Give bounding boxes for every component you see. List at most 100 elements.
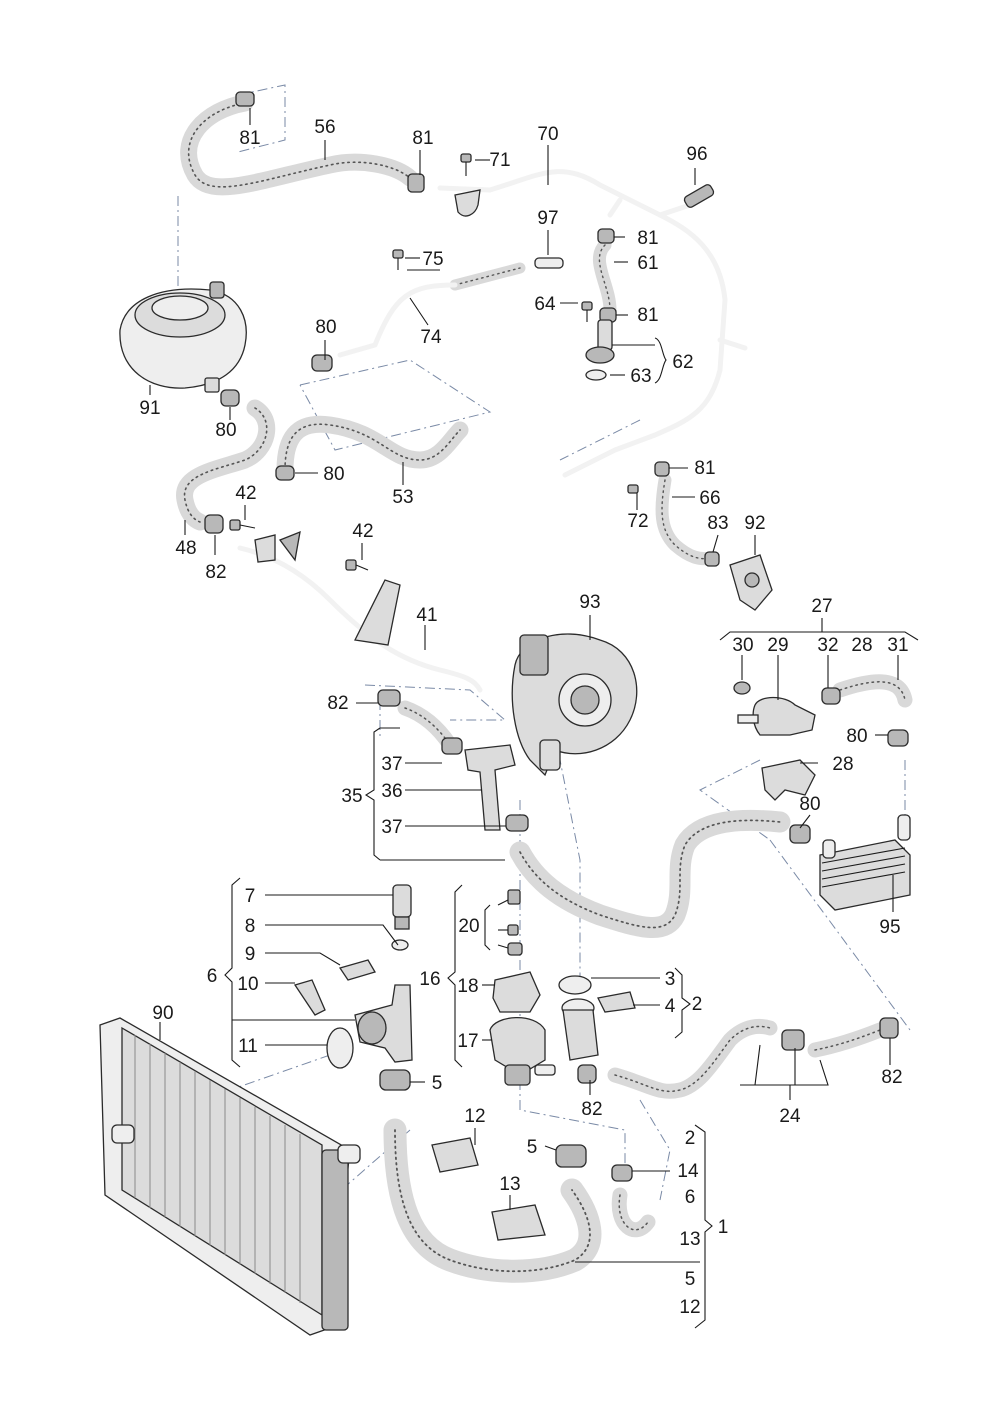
clip-13 <box>491 1204 546 1241</box>
tpiece-36 <box>441 737 529 832</box>
label-91: 91 <box>139 398 160 419</box>
clamp-81-b <box>407 173 425 193</box>
hose-31 <box>832 674 913 708</box>
label-41: 41 <box>416 605 437 626</box>
clamp-82-c <box>577 1064 597 1084</box>
bolts <box>229 153 639 571</box>
sensor-92 <box>729 554 773 611</box>
hose-24 <box>607 1019 888 1099</box>
hose-56 <box>180 94 419 196</box>
label-10: 10 <box>237 974 258 995</box>
label-74: 74 <box>420 327 442 348</box>
label-32: 32 <box>817 635 838 656</box>
label-63: 63 <box>630 366 651 387</box>
label-8: 8 <box>245 916 256 937</box>
label-80: 80 <box>799 794 820 815</box>
label-4: 4 <box>665 996 676 1017</box>
clamp-80-a <box>311 354 333 372</box>
label-48: 48 <box>175 538 196 559</box>
label-20: 20 <box>458 916 479 937</box>
label-28: 28 <box>851 635 872 656</box>
label-62: 62 <box>672 352 693 373</box>
label-6: 6 <box>685 1187 696 1208</box>
hose-53 <box>276 415 469 479</box>
oring-3 <box>558 975 592 995</box>
callout-labels: 81 56 81 71 70 96 97 81 61 75 64 81 80 7… <box>139 117 908 1318</box>
label-97: 97 <box>537 208 558 229</box>
clip-9 <box>338 959 376 981</box>
seal-8 <box>391 939 409 951</box>
label-37: 37 <box>381 754 402 775</box>
hose-long-middle <box>509 809 791 938</box>
label-28: 28 <box>832 754 853 775</box>
label-9: 9 <box>245 944 256 965</box>
clip-10 <box>293 979 326 1016</box>
label-35: 35 <box>341 786 362 807</box>
label-5: 5 <box>685 1269 696 1290</box>
fitting-62 <box>585 319 615 381</box>
label-81: 81 <box>412 128 433 149</box>
label-93: 93 <box>579 592 600 613</box>
clamp-80-c <box>275 465 295 481</box>
label-27: 27 <box>811 596 832 617</box>
label-5: 5 <box>527 1137 538 1158</box>
label-12: 12 <box>464 1106 485 1127</box>
thermostat-housing-93 <box>511 633 638 777</box>
label-72: 72 <box>627 511 648 532</box>
pump-29 <box>733 681 841 736</box>
clamp-14 <box>611 1164 633 1182</box>
clamp-5-b <box>555 1144 587 1168</box>
hose-61 <box>593 238 617 317</box>
label-56: 56 <box>314 117 335 138</box>
clamp-5-a <box>379 1069 411 1091</box>
clamp-81-a <box>235 91 255 107</box>
label-81: 81 <box>694 458 715 479</box>
label-37: 37 <box>381 817 402 838</box>
connector-97 <box>534 257 564 269</box>
clamp-80-e <box>789 824 811 844</box>
label-82: 82 <box>881 1067 902 1088</box>
label-64: 64 <box>534 294 556 315</box>
label-81: 81 <box>637 305 658 326</box>
label-13: 13 <box>679 1229 700 1250</box>
clamp-24 <box>781 1029 805 1051</box>
label-80: 80 <box>323 464 344 485</box>
label-1: 1 <box>718 1217 729 1238</box>
clamp-82-d <box>879 1017 899 1039</box>
label-95: 95 <box>879 917 900 938</box>
label-90: 90 <box>152 1003 173 1024</box>
clamp-81-c <box>597 228 615 244</box>
parts <box>99 91 911 1336</box>
label-71: 71 <box>489 150 510 171</box>
sensor-7 <box>392 884 412 930</box>
bracket-71 <box>454 189 481 217</box>
oring-11 <box>326 1027 354 1069</box>
hose-13 <box>611 1187 656 1238</box>
label-96: 96 <box>686 144 707 165</box>
hose-74 <box>449 262 526 291</box>
label-14: 14 <box>677 1161 699 1182</box>
bracket-41 <box>254 530 401 646</box>
label-70: 70 <box>537 124 558 145</box>
label-66: 66 <box>699 488 720 509</box>
flange-6 <box>354 984 413 1063</box>
label-13: 13 <box>499 1174 520 1195</box>
label-36: 36 <box>381 781 402 802</box>
label-2: 2 <box>685 1128 696 1149</box>
label-29: 29 <box>767 635 788 656</box>
label-16: 16 <box>419 969 440 990</box>
hose-48 <box>176 399 276 531</box>
label-82: 82 <box>581 1099 602 1120</box>
label-31: 31 <box>887 635 908 656</box>
clamp-83 <box>704 551 720 567</box>
hoses <box>176 94 913 1283</box>
label-75: 75 <box>422 249 443 270</box>
label-42: 42 <box>352 521 373 542</box>
label-42: 42 <box>235 483 256 504</box>
label-17: 17 <box>457 1031 478 1052</box>
label-18: 18 <box>457 976 478 997</box>
bolt-20 <box>507 889 523 956</box>
label-2: 2 <box>692 994 703 1015</box>
label-11: 11 <box>238 1036 258 1057</box>
